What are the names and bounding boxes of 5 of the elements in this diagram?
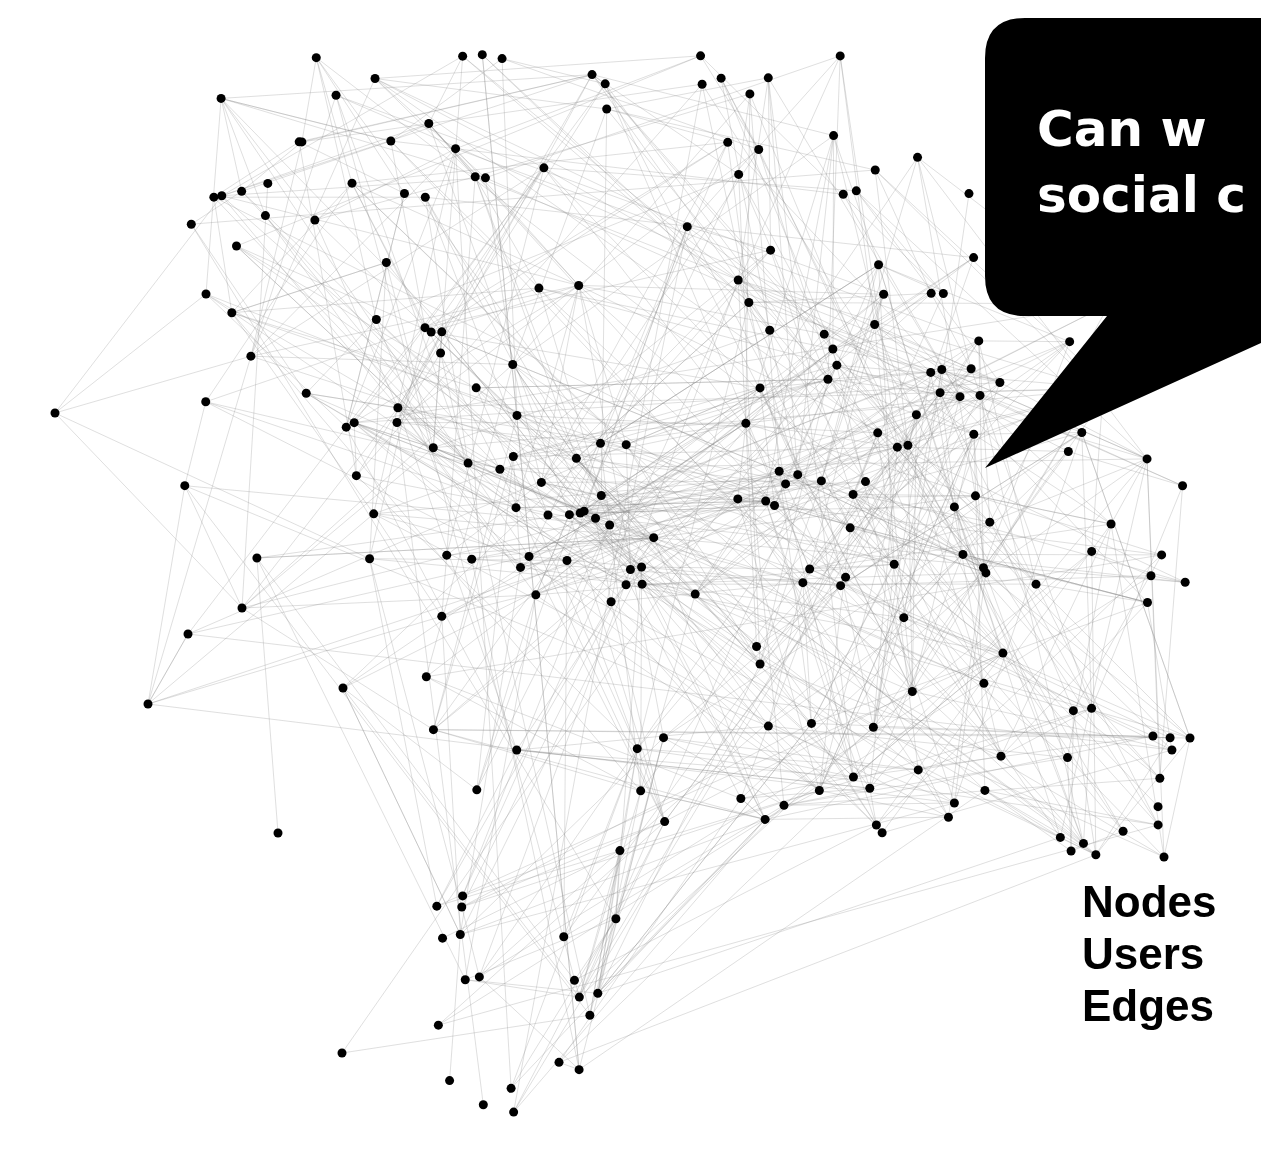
stat-label: Edges: [1082, 982, 1215, 1030]
speech-bubble: [985, 18, 1261, 470]
stat-label: Users: [1082, 930, 1205, 978]
question-text: Can w social c: [1037, 99, 1247, 226]
stat-label: Nodes: [1082, 878, 1217, 926]
